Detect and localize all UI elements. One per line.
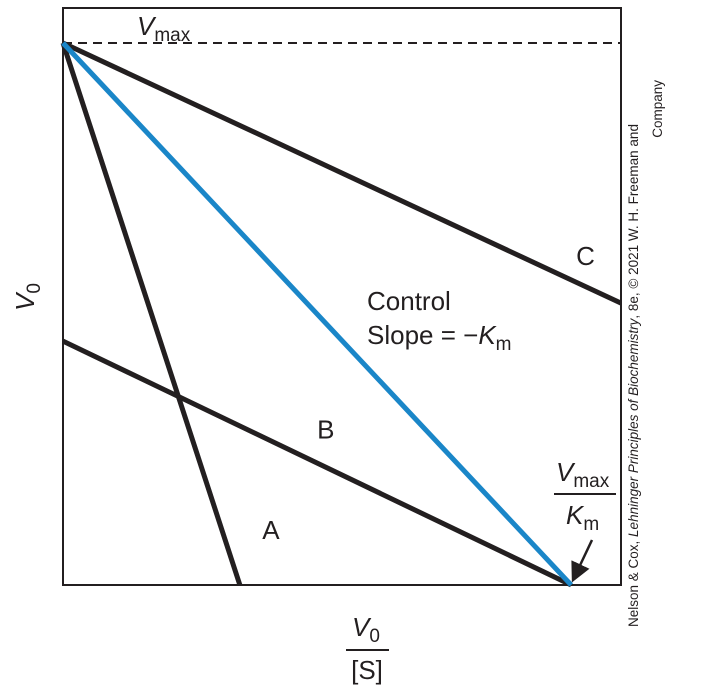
x-intercept-numerator: Vmax xyxy=(556,457,610,492)
x-axis-label: V0 [S] xyxy=(346,612,389,685)
series-line-b xyxy=(61,338,573,588)
plot-frame xyxy=(62,7,622,586)
x-axis-label-denominator: [S] xyxy=(351,655,383,685)
series-label-a: A xyxy=(262,515,280,545)
control-annotation-line1: Control xyxy=(367,286,451,316)
control-annotation-line2: Slope = −Km xyxy=(367,320,511,355)
series-label-c: C xyxy=(576,241,595,271)
y-axis-label: V0 xyxy=(10,283,45,311)
vmax-label-background xyxy=(132,14,198,42)
series-line-control xyxy=(61,41,574,587)
vmax-label: Vmax xyxy=(137,11,191,46)
series-line-a xyxy=(60,42,243,586)
x-intercept-label: Vmax Km xyxy=(554,457,616,583)
series-layer xyxy=(60,40,623,588)
x-intercept-denominator: Km xyxy=(566,500,599,535)
credit-line-2: Company xyxy=(650,80,665,138)
x-axis-label-numerator: V0 xyxy=(352,612,380,647)
x-intercept-arrow xyxy=(571,539,594,583)
series-labels-layer: A B C xyxy=(262,241,595,545)
credit-line-1: Nelson & Cox, Lehninger Principles of Bi… xyxy=(626,124,641,627)
series-label-b: B xyxy=(317,415,334,445)
series-line-c xyxy=(61,40,623,306)
